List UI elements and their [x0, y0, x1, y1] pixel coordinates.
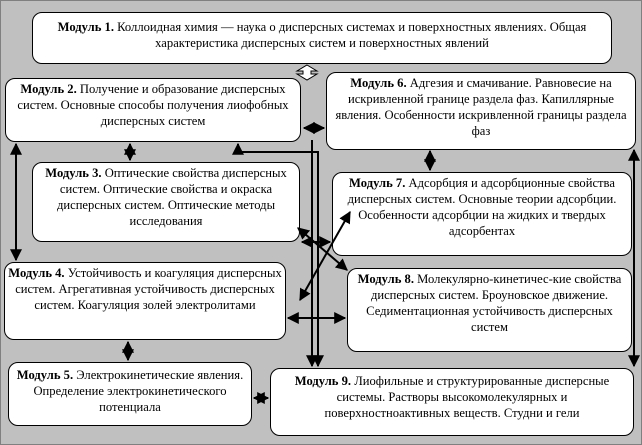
- module-8-title: Модуль 8.: [357, 272, 414, 286]
- module-7-title: Модуль 7.: [349, 176, 406, 190]
- module-5-title: Модуль 5.: [16, 368, 74, 382]
- module-5-box: Модуль 5. Электрокинетические явления. О…: [8, 362, 252, 426]
- module-6-title: Модуль 6.: [350, 76, 407, 90]
- module-9-box: Модуль 9. Лиофильные и структурированные…: [270, 368, 634, 436]
- arrow-m3-m8: [297, 227, 348, 271]
- module-4-title: Модуль 4.: [8, 266, 65, 280]
- module-1-text: Коллоидная химия — наука о дисперсных си…: [117, 20, 587, 50]
- module-9-text: Лиофильные и структурированные дисперсны…: [324, 374, 610, 420]
- module-1-title: Модуль 1.: [57, 20, 114, 34]
- module-6-box: Модуль 6. Адгезия и смачивание. Равновес…: [326, 72, 636, 150]
- module-5-text: Электрокинетические явления. Определение…: [33, 368, 244, 414]
- module-8-text: Молекулярно-кинетичес-кие свойства диспе…: [366, 272, 622, 334]
- module-3-box: Модуль 3. Оптические свойства дисперсных…: [32, 162, 300, 242]
- module-4-text: Устойчивость и коагуляция дисперсных сис…: [15, 266, 282, 312]
- hollow-double-arrow: [295, 64, 319, 81]
- module-6-text: Адгезия и смачивание. Равновесие на искр…: [335, 76, 627, 138]
- module-7-text: Адсорбция и адсорбционные свойства диспе…: [347, 176, 617, 238]
- module-8-box: Модуль 8. Молекулярно-кинетичес-кие свой…: [347, 268, 632, 352]
- arrow-m4-m7: [299, 210, 351, 302]
- module-2-text: Получение и образование дисперсных систе…: [17, 82, 289, 128]
- module-3-title: Модуль 3.: [45, 166, 102, 180]
- bus-line-m2-m9-a: [232, 142, 324, 368]
- module-7-box: Модуль 7. Адсорбция и адсорбционные свой…: [332, 172, 632, 256]
- module-2-title: Модуль 2.: [20, 82, 77, 96]
- module-2-box: Модуль 2. Получение и образование диспер…: [5, 78, 301, 142]
- module-1-box: Модуль 1. Коллоидная химия — наука о дис…: [32, 12, 612, 64]
- module-9-title: Модуль 9.: [294, 374, 352, 388]
- module-3-text: Оптические свойства дисперсных систем. О…: [56, 166, 287, 228]
